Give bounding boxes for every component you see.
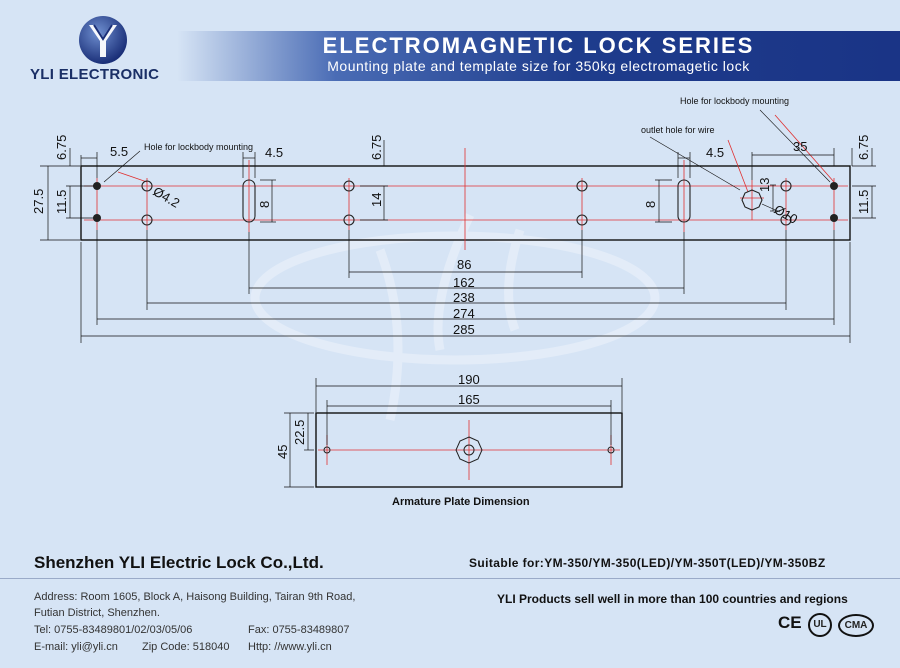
dim-22-5: 22.5: [292, 420, 307, 445]
dim-86: 86: [457, 257, 471, 272]
ce-mark-icon: CE: [778, 613, 802, 632]
note-outlet-hole: outlet hole for wire: [641, 125, 715, 135]
brand-name: YLI ELECTRONIC: [30, 66, 160, 83]
watermark-logo: [250, 213, 660, 421]
telephone: Tel: 0755-83489801/02/03/05/06: [34, 624, 193, 636]
dim-14: 14: [369, 193, 384, 207]
dim-6-75-mid: 6.75: [369, 135, 384, 160]
ul-mark-icon: UL: [808, 613, 832, 637]
lockbody-holes: [93, 182, 838, 222]
dim-27-5: 27.5: [31, 189, 46, 214]
suitable-models: Suitable for:YM-350/YM-350(LED)/YM-350T(…: [469, 556, 826, 570]
dim-4-5-right: 4.5: [706, 145, 724, 160]
armature-center-nut: [455, 436, 483, 464]
mounting-plate-outline: [80, 165, 851, 241]
footer-divider: [0, 578, 900, 579]
dim-13: 13: [757, 178, 772, 192]
title-banner: [177, 31, 900, 81]
address-line-1: Address: Room 1605, Block A, Haisong Bui…: [34, 591, 356, 603]
yli-logo-icon: [79, 16, 127, 64]
dim-162: 162: [453, 275, 475, 290]
armature-caption: Armature Plate Dimension: [392, 496, 530, 508]
dim-6-75-right: 6.75: [856, 135, 871, 160]
page-subtitle: Mounting plate and template size for 350…: [327, 58, 750, 74]
cma-mark-icon: CMA: [838, 614, 874, 637]
website-link[interactable]: Http: //www.yli.cn: [248, 641, 332, 653]
dim-274: 274: [453, 306, 475, 321]
note-hole-right: Hole for lockbody mounting: [680, 96, 789, 106]
dim-11-5-left: 11.5: [54, 190, 69, 214]
dim-45: 45: [275, 445, 290, 459]
email-link[interactable]: E-mail: yli@yli.cn: [34, 641, 118, 653]
dim-190: 190: [458, 372, 480, 387]
dim-phi-4-2: Ø4.2: [151, 184, 183, 211]
dim-11-5-right: 11.5: [856, 190, 871, 214]
dim-285: 285: [453, 322, 475, 337]
mounting-holes: [141, 179, 792, 226]
slogan: YLI Products sell well in more than 100 …: [497, 592, 848, 606]
leader-lines: [103, 109, 831, 213]
mounting-plate-drawing: Hole for lockbody mounting Hole for lock…: [31, 96, 876, 508]
note-hole-left: Hole for lockbody mounting: [144, 142, 253, 152]
page-title: ELECTROMAGNETIC LOCK SERIES: [322, 33, 755, 58]
dim-35: 35: [793, 139, 807, 154]
armature-plate-outline: [315, 412, 623, 488]
dim-5-5: 5.5: [110, 144, 128, 159]
dim-8-right: 8: [643, 201, 658, 208]
dim-8-left: 8: [257, 201, 272, 208]
dimension-lines: [40, 140, 876, 343]
company-name: Shenzhen YLI Electric Lock Co.,Ltd.: [34, 553, 324, 572]
address-line-2: Futian District, Shenzhen.: [34, 607, 160, 619]
dim-4-5-left: 4.5: [265, 145, 283, 160]
dim-165: 165: [458, 392, 480, 407]
zip-code: Zip Code: 518040: [142, 641, 230, 653]
armature-plate: 190 165 22.5 45 Armature Plate Dimension: [275, 372, 623, 508]
dim-238: 238: [453, 290, 475, 305]
fax: Fax: 0755-83489807: [248, 624, 350, 636]
dim-6-75-left: 6.75: [54, 135, 69, 160]
